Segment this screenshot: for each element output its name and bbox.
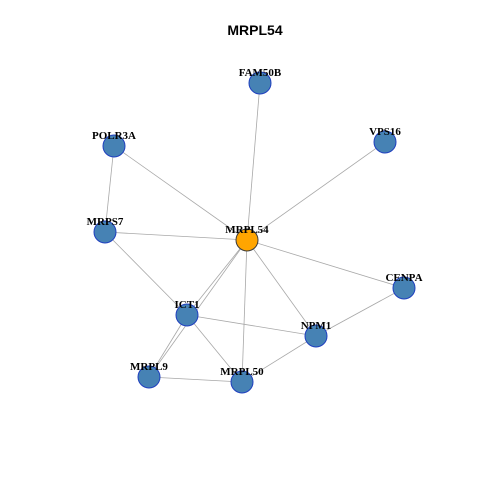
node-cenpa <box>392 276 416 300</box>
edge-mrpl54-mrpl50 <box>241 239 248 383</box>
edge-mrpl9-mrpl50 <box>148 376 243 383</box>
edge-mrpl54-mrps7 <box>104 231 248 241</box>
node-label-npm1: NPM1 <box>301 320 332 332</box>
node-label-mrpl54: MRPL54 <box>225 224 269 236</box>
node-layer <box>93 71 416 394</box>
node-label-polr3a: POLR3A <box>92 130 136 142</box>
edge-mrpl54-fam50b <box>246 82 261 241</box>
node-mrpl50 <box>230 370 254 394</box>
node-label-ict1: ICT1 <box>174 299 199 311</box>
node-label-cenpa: CENPA <box>385 272 422 284</box>
node-mrpl54 <box>235 228 259 252</box>
edge-npm1-mrpl50 <box>241 335 317 383</box>
edge-polr3a-mrps7 <box>104 145 115 233</box>
node-label-mrpl9: MRPL9 <box>130 361 168 373</box>
node-label-mrps7: MRPS7 <box>87 216 124 228</box>
node-polr3a <box>102 134 126 158</box>
node-fam50b <box>248 71 272 95</box>
edge-mrpl54-cenpa <box>246 239 405 289</box>
edge-mrpl54-vps16 <box>246 141 386 241</box>
node-ict1 <box>175 303 199 327</box>
edge-ict1-npm1 <box>186 314 317 337</box>
edge-mrpl54-npm1 <box>246 239 317 337</box>
node-mrps7 <box>93 220 117 244</box>
edge-mrps7-ict1 <box>104 231 188 316</box>
edge-mrpl54-polr3a <box>113 145 248 241</box>
node-label-fam50b: FAM50B <box>239 67 282 79</box>
node-vps16 <box>373 130 397 154</box>
node-mrpl9 <box>137 365 161 389</box>
edge-ict1-mrpl50 <box>186 314 243 383</box>
edge-layer <box>104 82 405 383</box>
edge-mrpl54-ict1 <box>186 239 248 316</box>
edge-cenpa-npm1 <box>315 287 405 337</box>
node-npm1 <box>304 324 328 348</box>
diagram-title: MRPL54 <box>227 22 282 38</box>
node-label-vps16: VPS16 <box>369 126 401 138</box>
edge-mrpl54-mrpl9 <box>148 239 248 378</box>
node-label-mrpl50: MRPL50 <box>220 366 264 378</box>
edge-ict1-mrpl9 <box>148 314 188 378</box>
